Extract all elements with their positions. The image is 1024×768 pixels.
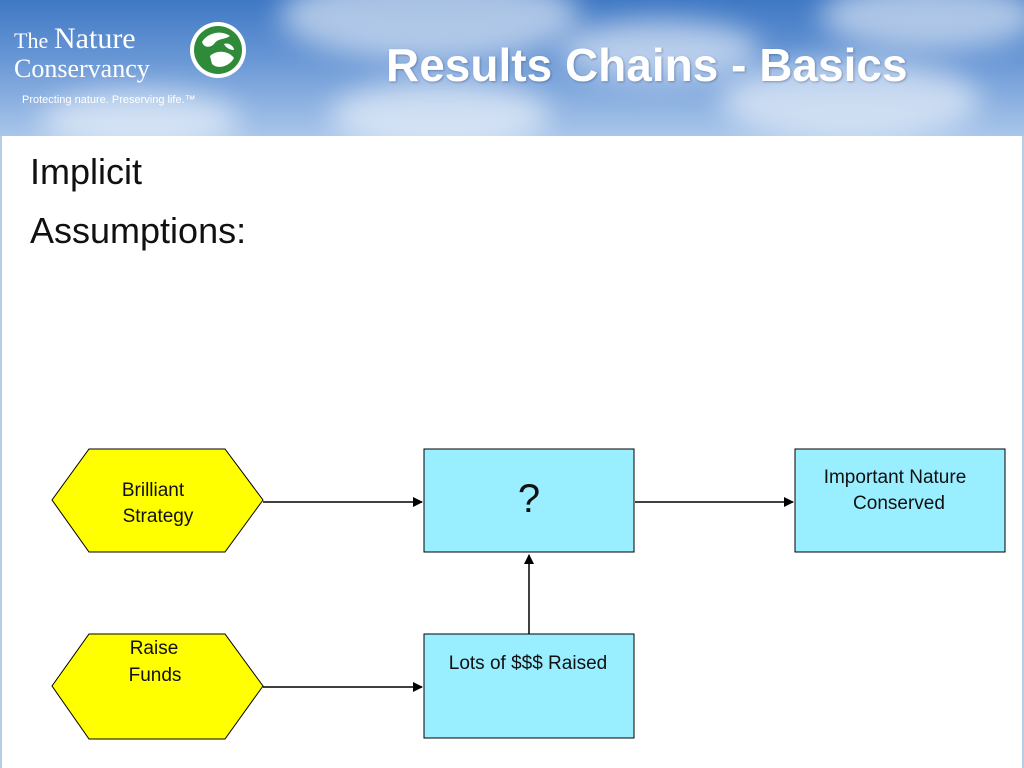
slide-title: Results Chains - Basics — [386, 39, 908, 91]
logo-the: The — [14, 28, 49, 53]
page-border-left — [0, 136, 2, 768]
strategy-label-line2: Strategy — [123, 506, 194, 527]
strategy-node-raise-funds[interactable]: Raise Funds — [51, 633, 264, 740]
unknown-label: ? — [518, 477, 540, 521]
logo-nature: Nature — [54, 22, 136, 55]
strategy-label-line1: Brilliant — [122, 480, 185, 501]
result-node-lots-raised[interactable]: Lots of $$$ Raised — [423, 633, 635, 739]
result-node-unknown[interactable]: ? — [423, 448, 635, 553]
result-node-important-nature[interactable]: Important Nature Conserved — [794, 448, 1006, 553]
globe-icon — [190, 22, 246, 78]
funds-label-line1: Raise — [130, 638, 179, 659]
header-banner: The Nature Conservancy Protecting nature… — [0, 0, 1024, 136]
lots-raised-label: Lots of $$$ Raised — [449, 653, 607, 674]
body-line-assumptions: Assumptions: — [30, 210, 247, 251]
nature-label-line1: Important Nature — [824, 467, 967, 488]
page-border-right — [1022, 136, 1024, 768]
strategy-node-brilliant-strategy[interactable]: Brilliant Strategy — [51, 448, 264, 553]
logo-conservancy: Conservancy — [14, 54, 150, 83]
logo-tagline: Protecting nature. Preserving life.™ — [22, 94, 196, 106]
organization-logo[interactable]: The Nature Conservancy Protecting nature… — [0, 0, 262, 118]
funds-label-line2: Funds — [129, 665, 182, 686]
nature-label-line2: Conserved — [853, 493, 945, 514]
body-line-implicit: Implicit — [30, 151, 143, 192]
